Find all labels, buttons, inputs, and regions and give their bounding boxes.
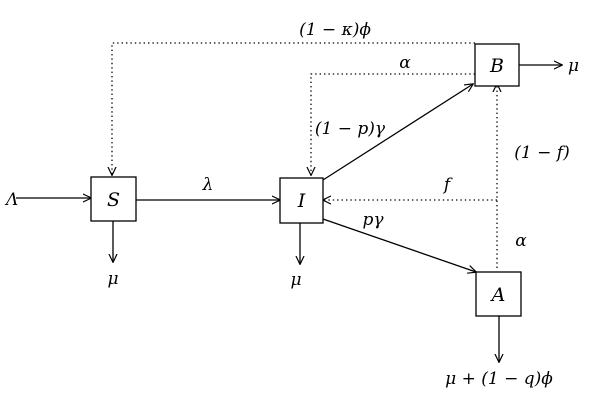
node-S: S	[90, 176, 137, 222]
label-A-to-B-fraction: (1 − f)	[514, 143, 569, 163]
node-A: A	[475, 271, 522, 317]
node-S-label: S	[107, 189, 120, 211]
label-death-B: μ	[568, 56, 579, 76]
arrow-I-to-A	[322, 218, 476, 272]
label-B-to-S: (1 − κ)ϕ	[299, 20, 371, 40]
dotted-arrow-B-to-I	[311, 73, 475, 175]
label-I-to-A: pγ	[362, 210, 384, 230]
node-I: I	[279, 177, 324, 224]
node-A-label: A	[490, 284, 506, 306]
node-B-label: B	[489, 55, 504, 77]
label-recruitment: Λ	[4, 190, 18, 210]
label-infection-rate: λ	[202, 175, 214, 195]
node-B: B	[474, 43, 520, 87]
label-B-to-I: α	[399, 53, 411, 73]
label-I-to-B: (1 − p)γ	[315, 119, 386, 139]
label-A-dotted-rate: α	[515, 231, 527, 251]
label-death-S: μ	[107, 269, 118, 289]
dotted-arrow-B-to-S	[112, 42, 475, 175]
node-I-label: I	[297, 190, 306, 212]
label-death-A: μ + (1 − q)ϕ	[445, 369, 553, 389]
arrow-I-to-B	[322, 84, 473, 181]
label-death-I: μ	[290, 270, 301, 290]
label-A-to-I-fraction: f	[442, 175, 453, 195]
